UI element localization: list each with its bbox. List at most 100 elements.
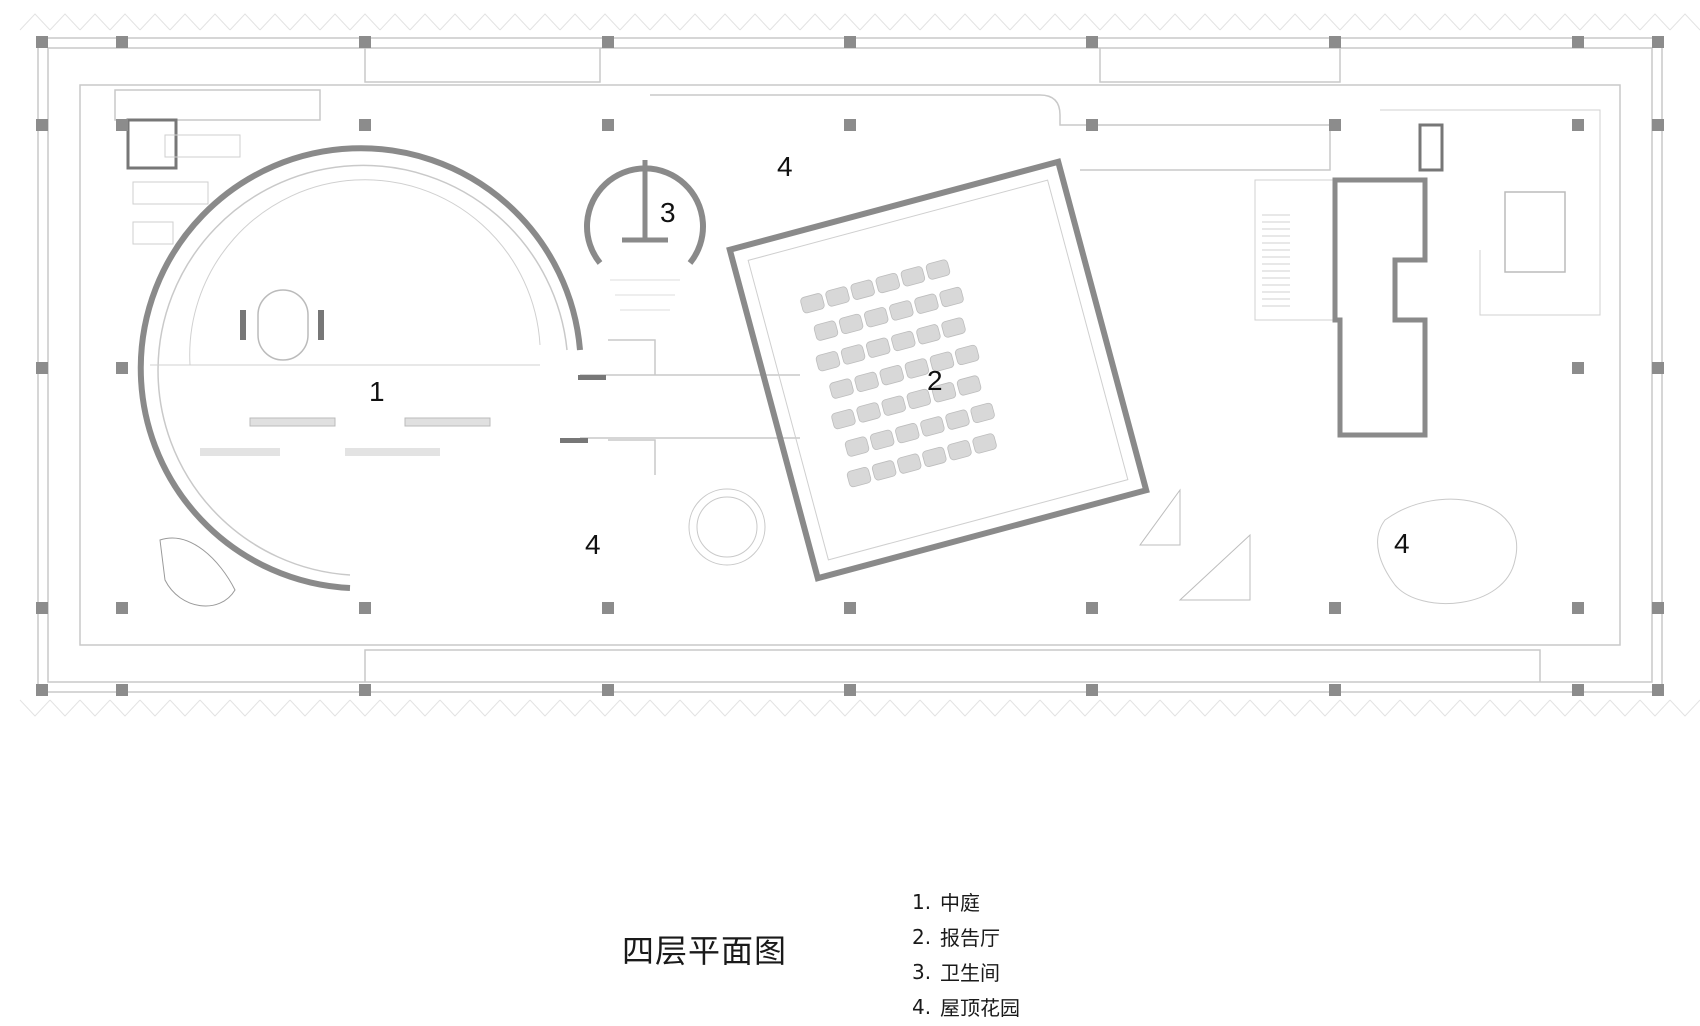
auditorium-seat (838, 313, 864, 334)
auditorium-seat (840, 344, 866, 365)
legend-label: 中庭 (940, 891, 980, 915)
floor-plan-drawing: 1 2 3 4 4 4 (19, 13, 1700, 717)
column (359, 602, 371, 614)
column (1572, 362, 1584, 374)
column (1086, 602, 1098, 614)
column (1572, 684, 1584, 696)
auditorium-seat (864, 307, 889, 328)
atrium (137, 145, 583, 591)
column (116, 684, 128, 696)
left-table-block (126, 118, 241, 245)
column (602, 684, 614, 696)
room-label-2: 2 (927, 365, 943, 396)
auditorium-seat (904, 358, 930, 379)
auditorium-seat (881, 395, 906, 416)
auditorium-seat (889, 300, 914, 321)
auditorium-seat (879, 365, 904, 386)
legend-item: 4. 屋顶花园 (912, 989, 1020, 1024)
column (844, 602, 856, 614)
legend-label: 卫生间 (940, 961, 1000, 985)
auditorium-seat (800, 293, 825, 314)
column (36, 362, 48, 374)
edge-pattern (19, 13, 1700, 717)
auditorium-seat (897, 453, 922, 474)
legend-number: 1. (912, 889, 932, 914)
column (1329, 119, 1341, 131)
column (1086, 36, 1098, 48)
column (359, 119, 371, 131)
column (844, 36, 856, 48)
auditorium-seat (846, 467, 872, 488)
column (1329, 36, 1341, 48)
service-core (1254, 109, 1601, 438)
legend-label: 报告厅 (940, 926, 1000, 950)
column (602, 36, 614, 48)
auditorium-seat (829, 378, 854, 399)
column (116, 36, 128, 48)
column (1572, 602, 1584, 614)
drawing-title: 四层平面图 (622, 932, 788, 970)
column (1572, 119, 1584, 131)
legend-item: 2. 报告厅 (912, 919, 1020, 954)
column (1652, 119, 1664, 131)
column (602, 119, 614, 131)
auditorium-seat (865, 337, 891, 358)
column (1086, 119, 1098, 131)
legend-number: 2. (912, 924, 932, 949)
column (36, 36, 48, 48)
column (1572, 36, 1584, 48)
hatch-areas (1139, 488, 1251, 601)
auditorium-seat (916, 324, 941, 345)
auditorium-seat (900, 266, 926, 287)
auditorium-seat (972, 433, 997, 454)
auditorium-seat (869, 429, 895, 450)
column (844, 119, 856, 131)
column (116, 362, 128, 374)
room-label-4-bottom: 4 (585, 529, 601, 560)
auditorium-seat (970, 402, 995, 423)
auditorium-seat (854, 371, 879, 392)
auditorium-seat (931, 382, 957, 403)
room-label-3: 3 (660, 197, 676, 228)
auditorium-seat (920, 416, 945, 437)
auditorium-seat (844, 436, 870, 457)
auditorium-seat (956, 375, 982, 396)
auditorium-seat (825, 286, 850, 307)
room-label-1: 1 (369, 376, 385, 407)
column (602, 602, 614, 614)
auditorium-seat (939, 286, 964, 308)
auditorium-seat (856, 402, 881, 423)
legend-item: 3. 卫生间 (912, 954, 1020, 989)
column (116, 119, 128, 131)
structural-columns (36, 36, 1664, 696)
auditorium-seat (875, 272, 900, 294)
room-label-4-right: 4 (1394, 528, 1410, 559)
auditorium-seat (925, 259, 951, 280)
column (359, 36, 371, 48)
column (1652, 36, 1664, 48)
column (1086, 684, 1098, 696)
landscape (159, 488, 1518, 607)
auditorium-seat (906, 388, 932, 410)
auditorium-seat (850, 279, 875, 300)
column (359, 684, 371, 696)
auditorium-seat (891, 330, 916, 352)
legend-label: 屋顶花园 (940, 996, 1020, 1020)
auditorium-seat (922, 446, 947, 467)
column (36, 119, 48, 131)
auditorium-seat (941, 317, 966, 338)
auditorium (726, 158, 1150, 582)
column (1652, 362, 1664, 374)
column (1329, 602, 1341, 614)
auditorium-seat (954, 344, 980, 366)
legend-number: 3. (912, 959, 932, 984)
auditorium-seat (871, 460, 897, 481)
legend-number: 4. (912, 994, 932, 1019)
column (36, 602, 48, 614)
auditorium-seat (945, 409, 970, 430)
auditorium-seat (947, 440, 972, 461)
room-label-4-top: 4 (777, 151, 793, 182)
column (116, 602, 128, 614)
column (1652, 684, 1664, 696)
toilet-pod (584, 160, 706, 311)
